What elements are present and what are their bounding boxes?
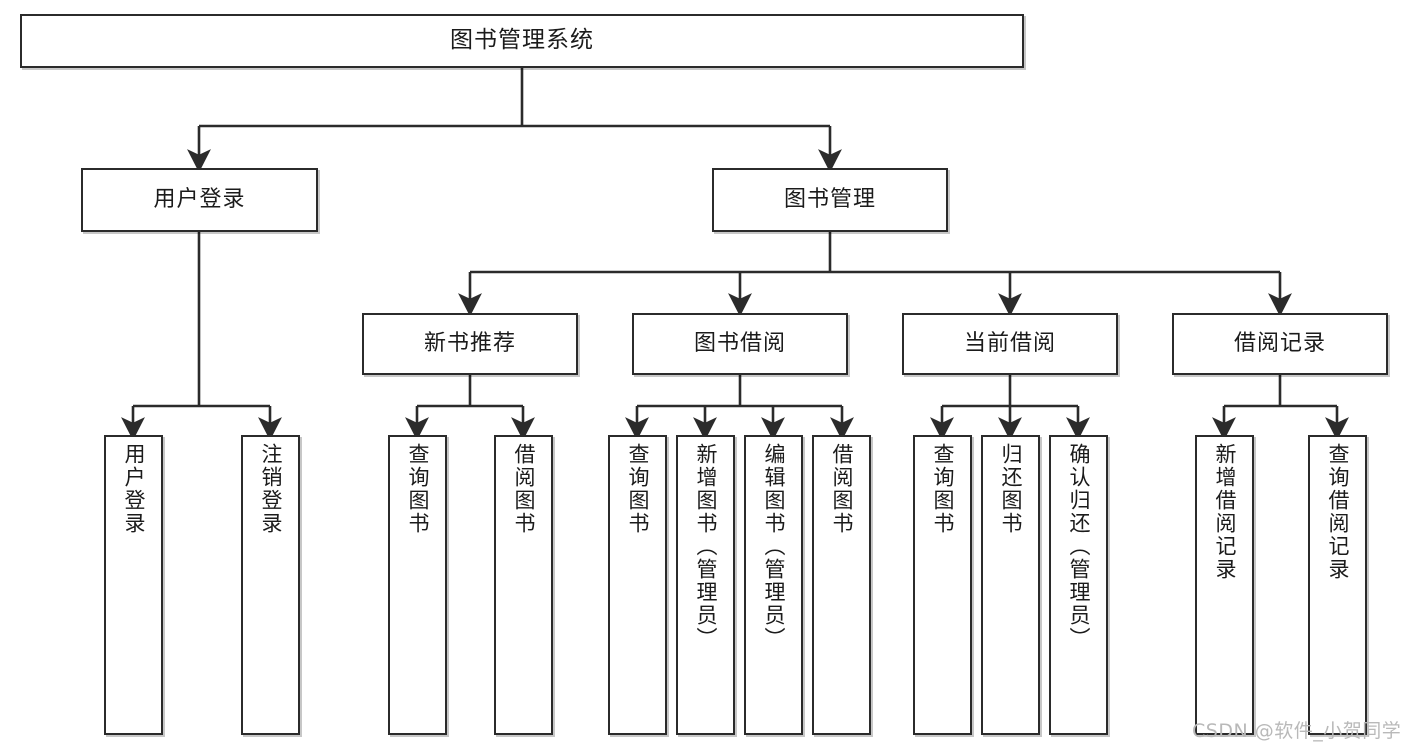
leaf-query-book-1-label: 查询图书 xyxy=(405,443,430,535)
leaf-logout-login[interactable]: 注销登录 xyxy=(241,435,300,735)
leaf-borrow-book-1-label: 借阅图书 xyxy=(511,443,536,535)
leaf-user-login-label: 用户登录 xyxy=(121,443,146,535)
leaf-borrow-book-2-label: 借阅图书 xyxy=(829,443,854,535)
leaf-query-book-2[interactable]: 查询图书 xyxy=(608,435,667,735)
leaf-query-book-1[interactable]: 查询图书 xyxy=(388,435,447,735)
node-new-book-rec[interactable]: 新书推荐 xyxy=(362,313,578,375)
leaf-query-record-label: 查询借阅记录 xyxy=(1325,443,1350,581)
node-book-manage-label: 图书管理 xyxy=(783,186,876,212)
leaf-user-login[interactable]: 用户登录 xyxy=(104,435,163,735)
node-current-borrow[interactable]: 当前借阅 xyxy=(902,313,1118,375)
node-user-login-label: 用户登录 xyxy=(153,186,246,212)
leaf-borrow-book-1[interactable]: 借阅图书 xyxy=(494,435,553,735)
node-book-manage[interactable]: 图书管理 xyxy=(712,168,948,232)
leaf-return-book[interactable]: 归还图书 xyxy=(981,435,1040,735)
leaf-query-book-2-label: 查询图书 xyxy=(625,443,650,535)
leaf-confirm-return-label: 确认归还（管理员） xyxy=(1066,443,1091,650)
node-root-label: 图书管理系统 xyxy=(450,27,594,54)
leaf-add-record-label: 新增借阅记录 xyxy=(1212,443,1237,581)
leaf-logout-login-label: 注销登录 xyxy=(258,443,283,535)
node-borrow-record[interactable]: 借阅记录 xyxy=(1172,313,1388,375)
leaf-query-book-3-label: 查询图书 xyxy=(930,443,955,535)
node-borrow-record-label: 借阅记录 xyxy=(1233,330,1326,356)
node-user-login[interactable]: 用户登录 xyxy=(81,168,318,232)
leaf-add-book-label: 新增图书（管理员） xyxy=(693,443,718,650)
leaf-query-book-3[interactable]: 查询图书 xyxy=(913,435,972,735)
node-current-borrow-label: 当前借阅 xyxy=(963,330,1056,356)
leaf-edit-book-label: 编辑图书（管理员） xyxy=(761,443,786,650)
leaf-edit-book[interactable]: 编辑图书（管理员） xyxy=(744,435,803,735)
node-book-borrow[interactable]: 图书借阅 xyxy=(632,313,848,375)
node-book-borrow-label: 图书借阅 xyxy=(693,330,786,356)
watermark-text: CSDN @软件_小贺同学 xyxy=(1192,720,1402,742)
leaf-confirm-return[interactable]: 确认归还（管理员） xyxy=(1049,435,1108,735)
leaf-query-record[interactable]: 查询借阅记录 xyxy=(1308,435,1367,735)
leaf-add-record[interactable]: 新增借阅记录 xyxy=(1195,435,1254,735)
leaf-borrow-book-2[interactable]: 借阅图书 xyxy=(812,435,871,735)
node-root[interactable]: 图书管理系统 xyxy=(20,14,1024,68)
leaf-add-book[interactable]: 新增图书（管理员） xyxy=(676,435,735,735)
node-new-book-rec-label: 新书推荐 xyxy=(423,330,516,356)
leaf-return-book-label: 归还图书 xyxy=(998,443,1023,535)
